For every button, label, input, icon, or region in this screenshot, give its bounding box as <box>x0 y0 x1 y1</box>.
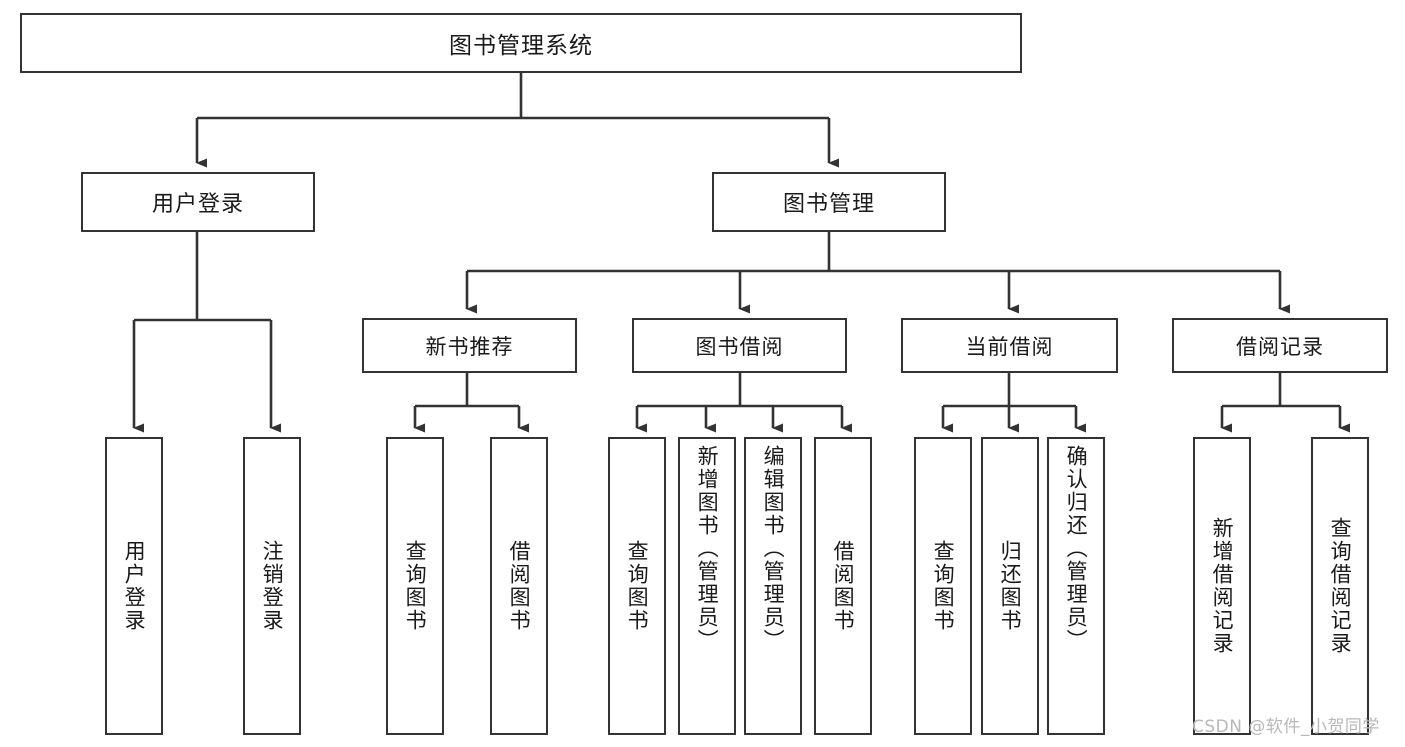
leaf-query-books-1[interactable]: 查询图书 <box>386 437 444 735</box>
node-user-login-label: 用户登录 <box>151 192 244 217</box>
leaf-query-books-1-label: 查询图书 <box>403 540 428 632</box>
node-current-borrow-label: 当前借阅 <box>965 334 1054 359</box>
leaf-edit-book-label: 编辑图书（管理员） <box>761 445 786 652</box>
node-root[interactable]: 图书管理系统 <box>20 13 1022 73</box>
csdn-watermark: CSDN @软件_小贺同学 <box>1192 717 1380 737</box>
leaf-confirm-return-label: 确认归还（管理员） <box>1064 445 1089 652</box>
leaf-logout-login[interactable]: 注销登录 <box>243 437 301 735</box>
leaf-return-book[interactable]: 归还图书 <box>981 437 1039 735</box>
leaf-query-record-label: 查询借阅记录 <box>1328 517 1353 655</box>
leaf-borrow-books-2[interactable]: 借阅图书 <box>814 437 872 735</box>
leaf-user-login-label: 用户登录 <box>122 540 147 632</box>
node-root-label: 图书管理系统 <box>449 33 593 59</box>
leaf-query-books-2-label: 查询图书 <box>625 540 650 632</box>
leaf-user-login[interactable]: 用户登录 <box>105 437 163 735</box>
leaf-add-record-label: 新增借阅记录 <box>1210 517 1235 655</box>
node-book-borrow-label: 图书借阅 <box>695 334 784 359</box>
leaf-borrow-books-2-label: 借阅图书 <box>831 540 856 632</box>
leaf-query-books-2[interactable]: 查询图书 <box>608 437 666 735</box>
leaf-edit-book[interactable]: 编辑图书（管理员） <box>744 437 802 735</box>
node-borrow-records[interactable]: 借阅记录 <box>1172 318 1388 373</box>
node-user-login[interactable]: 用户登录 <box>81 172 315 232</box>
leaf-query-books-3[interactable]: 查询图书 <box>914 437 972 735</box>
node-new-book-recommend[interactable]: 新书推荐 <box>362 318 577 373</box>
node-new-book-recommend-label: 新书推荐 <box>425 334 514 359</box>
leaf-query-books-3-label: 查询图书 <box>931 540 956 632</box>
node-book-management[interactable]: 图书管理 <box>712 172 946 232</box>
node-book-borrow[interactable]: 图书借阅 <box>632 318 847 373</box>
leaf-query-record[interactable]: 查询借阅记录 <box>1311 437 1369 735</box>
leaf-add-record[interactable]: 新增借阅记录 <box>1193 437 1251 735</box>
leaf-logout-login-label: 注销登录 <box>260 540 285 632</box>
node-borrow-records-label: 借阅记录 <box>1236 334 1324 359</box>
leaf-add-book[interactable]: 新增图书（管理员） <box>678 437 736 735</box>
node-current-borrow[interactable]: 当前借阅 <box>901 318 1118 373</box>
leaf-confirm-return[interactable]: 确认归还（管理员） <box>1047 437 1105 735</box>
leaf-return-book-label: 归还图书 <box>998 540 1023 632</box>
leaf-borrow-books-1[interactable]: 借阅图书 <box>490 437 548 735</box>
node-book-management-label: 图书管理 <box>782 192 875 217</box>
leaf-add-book-label: 新增图书（管理员） <box>695 445 720 652</box>
leaf-borrow-books-1-label: 借阅图书 <box>507 540 532 632</box>
